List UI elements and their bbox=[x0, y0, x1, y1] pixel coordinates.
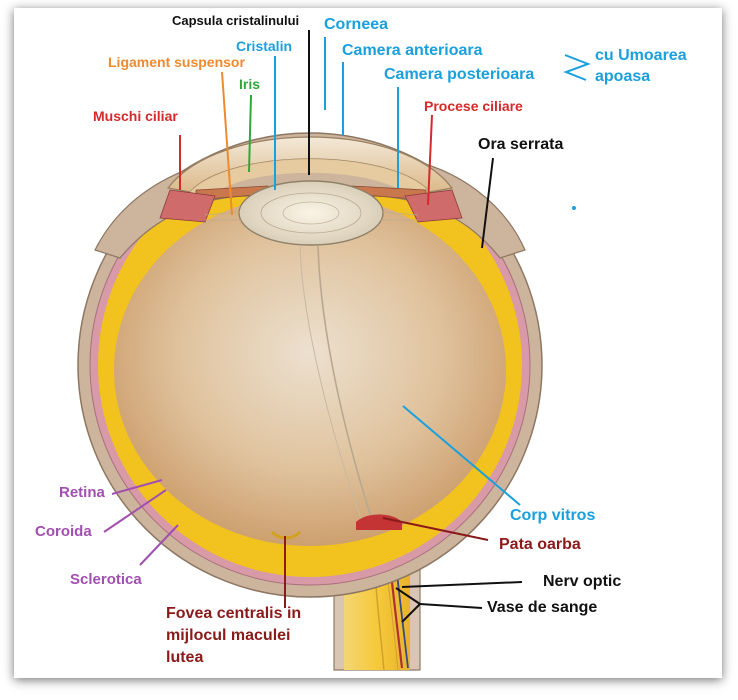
sclerotica-pointer bbox=[139, 524, 179, 566]
procese-pointer bbox=[427, 114, 433, 206]
iris-pointer bbox=[248, 94, 252, 173]
nerv-optic-pointer bbox=[401, 581, 523, 588]
retina-pointer bbox=[111, 479, 163, 495]
label-procese: Procese ciliare bbox=[424, 98, 523, 114]
label-fovea-1: Fovea centralis in bbox=[166, 605, 302, 622]
label-muschi: Muschi ciliar bbox=[93, 108, 178, 124]
corp-vitros-pointer bbox=[402, 405, 521, 506]
label-ora-serrata: Ora serrata bbox=[478, 136, 564, 153]
label-retina: Retina bbox=[59, 484, 105, 501]
label-ligament: Ligament suspensor bbox=[108, 54, 245, 70]
label-camera-posterioara: Camera posterioara bbox=[384, 66, 535, 83]
label-fovea-3: lutea bbox=[166, 649, 204, 666]
label-umoarea-2: apoasa bbox=[595, 68, 651, 85]
label-capsula: Capsula cristalinului bbox=[172, 13, 300, 28]
label-camera-anterioara: Camera anterioara bbox=[342, 42, 483, 59]
hyaloid-canal bbox=[317, 244, 373, 521]
lens bbox=[238, 180, 384, 246]
ciliary-body-right bbox=[404, 189, 463, 223]
optic-disc bbox=[356, 514, 402, 530]
vase-pointer bbox=[419, 603, 483, 609]
label-cristalin: Cristalin bbox=[236, 38, 293, 54]
umoarea-bracket bbox=[563, 54, 591, 81]
label-vase: Vase de sange bbox=[487, 599, 598, 616]
label-nerv-optic: Nerv optic bbox=[543, 573, 622, 590]
label-iris: Iris bbox=[239, 76, 261, 92]
vitreous-body bbox=[114, 194, 506, 546]
label-corneea: Corneea bbox=[324, 16, 389, 33]
coroida-pointer bbox=[103, 489, 167, 533]
suspensory-fibers bbox=[204, 211, 419, 221]
pata-pointer bbox=[382, 517, 489, 541]
ligament-pointer bbox=[221, 71, 233, 216]
label-pata-oarba: Pata oarba bbox=[499, 536, 581, 553]
label-coroida: Coroida bbox=[35, 523, 92, 540]
label-fovea-2: mijlocul maculei bbox=[166, 627, 291, 644]
blue-dot bbox=[572, 206, 576, 210]
label-sclerotica: Sclerotica bbox=[70, 571, 142, 588]
ora-serrata-pointer bbox=[481, 157, 494, 249]
label-umoarea-1: cu Umoarea bbox=[595, 47, 687, 64]
label-corp-vitros: Corp vitros bbox=[510, 507, 596, 524]
ciliary-body-left bbox=[159, 189, 216, 223]
